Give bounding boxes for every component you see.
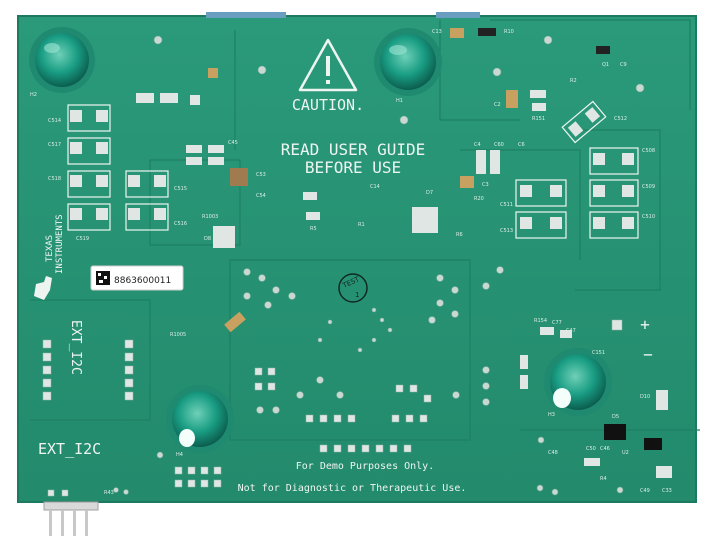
svg-text:C517: C517 <box>48 142 61 148</box>
svg-text:C9: C9 <box>620 62 627 68</box>
svg-text:C508: C508 <box>642 148 655 154</box>
svg-text:R1003: R1003 <box>202 214 218 220</box>
svg-text:R151: R151 <box>532 116 545 122</box>
svg-text:1: 1 <box>355 291 359 299</box>
svg-text:Q1: Q1 <box>602 62 609 68</box>
serial-number: 8863600011 <box>114 276 171 286</box>
svg-text:H1: H1 <box>396 98 403 104</box>
reference-designators: C13 R10 Q1 C9 R2 C2 R151 C512 C514 C517 … <box>30 29 672 496</box>
svg-text:C513: C513 <box>500 228 513 234</box>
mounting-lens-h2 <box>29 27 95 93</box>
svg-text:C48: C48 <box>548 450 558 456</box>
pad-grid-right <box>515 147 639 239</box>
svg-text:D10: D10 <box>640 394 650 400</box>
edge-connector-top-left <box>206 12 286 18</box>
svg-text:C511: C511 <box>500 202 513 208</box>
caution-triangle-icon <box>298 38 358 92</box>
svg-text:H2: H2 <box>30 92 37 98</box>
footer-demo-text: For Demo Purposes Only. <box>296 461 434 472</box>
svg-text:C510: C510 <box>642 214 655 220</box>
svg-text:C516: C516 <box>174 221 187 227</box>
svg-text:C33: C33 <box>662 488 672 494</box>
svg-text:R10: R10 <box>504 29 514 35</box>
svg-text:D7: D7 <box>426 190 433 196</box>
svg-text:D5: D5 <box>612 414 619 420</box>
svg-text:C54: C54 <box>256 193 266 199</box>
pad-grid-left <box>67 104 169 231</box>
svg-text:C515: C515 <box>174 186 187 192</box>
ext-i2c-label-bottom: EXT_I2C <box>38 440 101 458</box>
svg-text:C512: C512 <box>614 116 627 122</box>
mounting-lens-h1 <box>374 28 442 96</box>
svg-text:C53: C53 <box>256 172 266 178</box>
svg-text:C60: C60 <box>494 142 504 148</box>
round-vias <box>113 35 645 496</box>
svg-text:C3: C3 <box>482 182 489 188</box>
svg-text:H4: H4 <box>176 452 183 458</box>
svg-text:TEXAS: TEXAS <box>45 235 55 262</box>
caution-title: CAUTION. <box>292 96 364 114</box>
svg-text:INSTRUMENTS: INSTRUMENTS <box>55 214 65 274</box>
svg-text:R4: R4 <box>600 476 607 482</box>
svg-text:R5: R5 <box>310 226 317 232</box>
svg-text:C13: C13 <box>432 29 442 35</box>
svg-text:R1005: R1005 <box>170 332 186 338</box>
minus-sign: − <box>643 345 653 364</box>
mounting-lens-h3 <box>544 348 612 416</box>
via-pads <box>42 319 623 497</box>
svg-text:C151: C151 <box>592 350 605 356</box>
footer-diagnostic-text: Not for Diagnostic or Therapeutic Use. <box>238 483 467 494</box>
svg-text:C47: C47 <box>566 328 576 334</box>
svg-text:C50: C50 <box>586 446 596 452</box>
svg-text:C49: C49 <box>640 488 650 494</box>
edge-connector-top-right <box>436 12 480 18</box>
svg-text:D8: D8 <box>204 236 211 242</box>
ext-i2c-label-vertical: EXT_I2C <box>68 320 83 375</box>
svg-text:R154: R154 <box>534 318 547 324</box>
trace-outlines <box>30 19 700 441</box>
svg-text:C45: C45 <box>228 140 238 146</box>
svg-text:C519: C519 <box>76 236 89 242</box>
svg-text:U2: U2 <box>622 450 629 456</box>
svg-text:R2: R2 <box>570 78 577 84</box>
svg-text:C46: C46 <box>600 446 610 452</box>
read-guide-line1: READ USER GUIDE <box>281 140 426 159</box>
svg-text:R6: R6 <box>456 232 463 238</box>
plus-sign: + <box>640 315 650 334</box>
svg-text:R43: R43 <box>104 490 114 496</box>
serial-number-sticker: 8863600011 <box>90 265 184 291</box>
svg-text:R20: R20 <box>474 196 484 202</box>
svg-text:R1: R1 <box>358 222 365 228</box>
svg-text:C6: C6 <box>518 142 525 148</box>
svg-text:C518: C518 <box>48 176 61 182</box>
texas-instruments-logo: TEXAS INSTRUMENTS <box>34 214 65 300</box>
svg-text:C4: C4 <box>474 142 481 148</box>
read-guide-line2: BEFORE USE <box>305 158 401 177</box>
pcb-board <box>18 16 696 502</box>
svg-text:H3: H3 <box>548 412 555 418</box>
svg-text:C509: C509 <box>642 184 655 190</box>
mounting-lens-h4 <box>166 385 234 453</box>
svg-text:C77: C77 <box>552 320 562 326</box>
svg-text:C514: C514 <box>48 118 61 124</box>
smd-components <box>136 28 672 478</box>
svg-text:C14: C14 <box>370 184 380 190</box>
header-pins <box>43 501 99 536</box>
svg-text:C2: C2 <box>494 102 501 108</box>
